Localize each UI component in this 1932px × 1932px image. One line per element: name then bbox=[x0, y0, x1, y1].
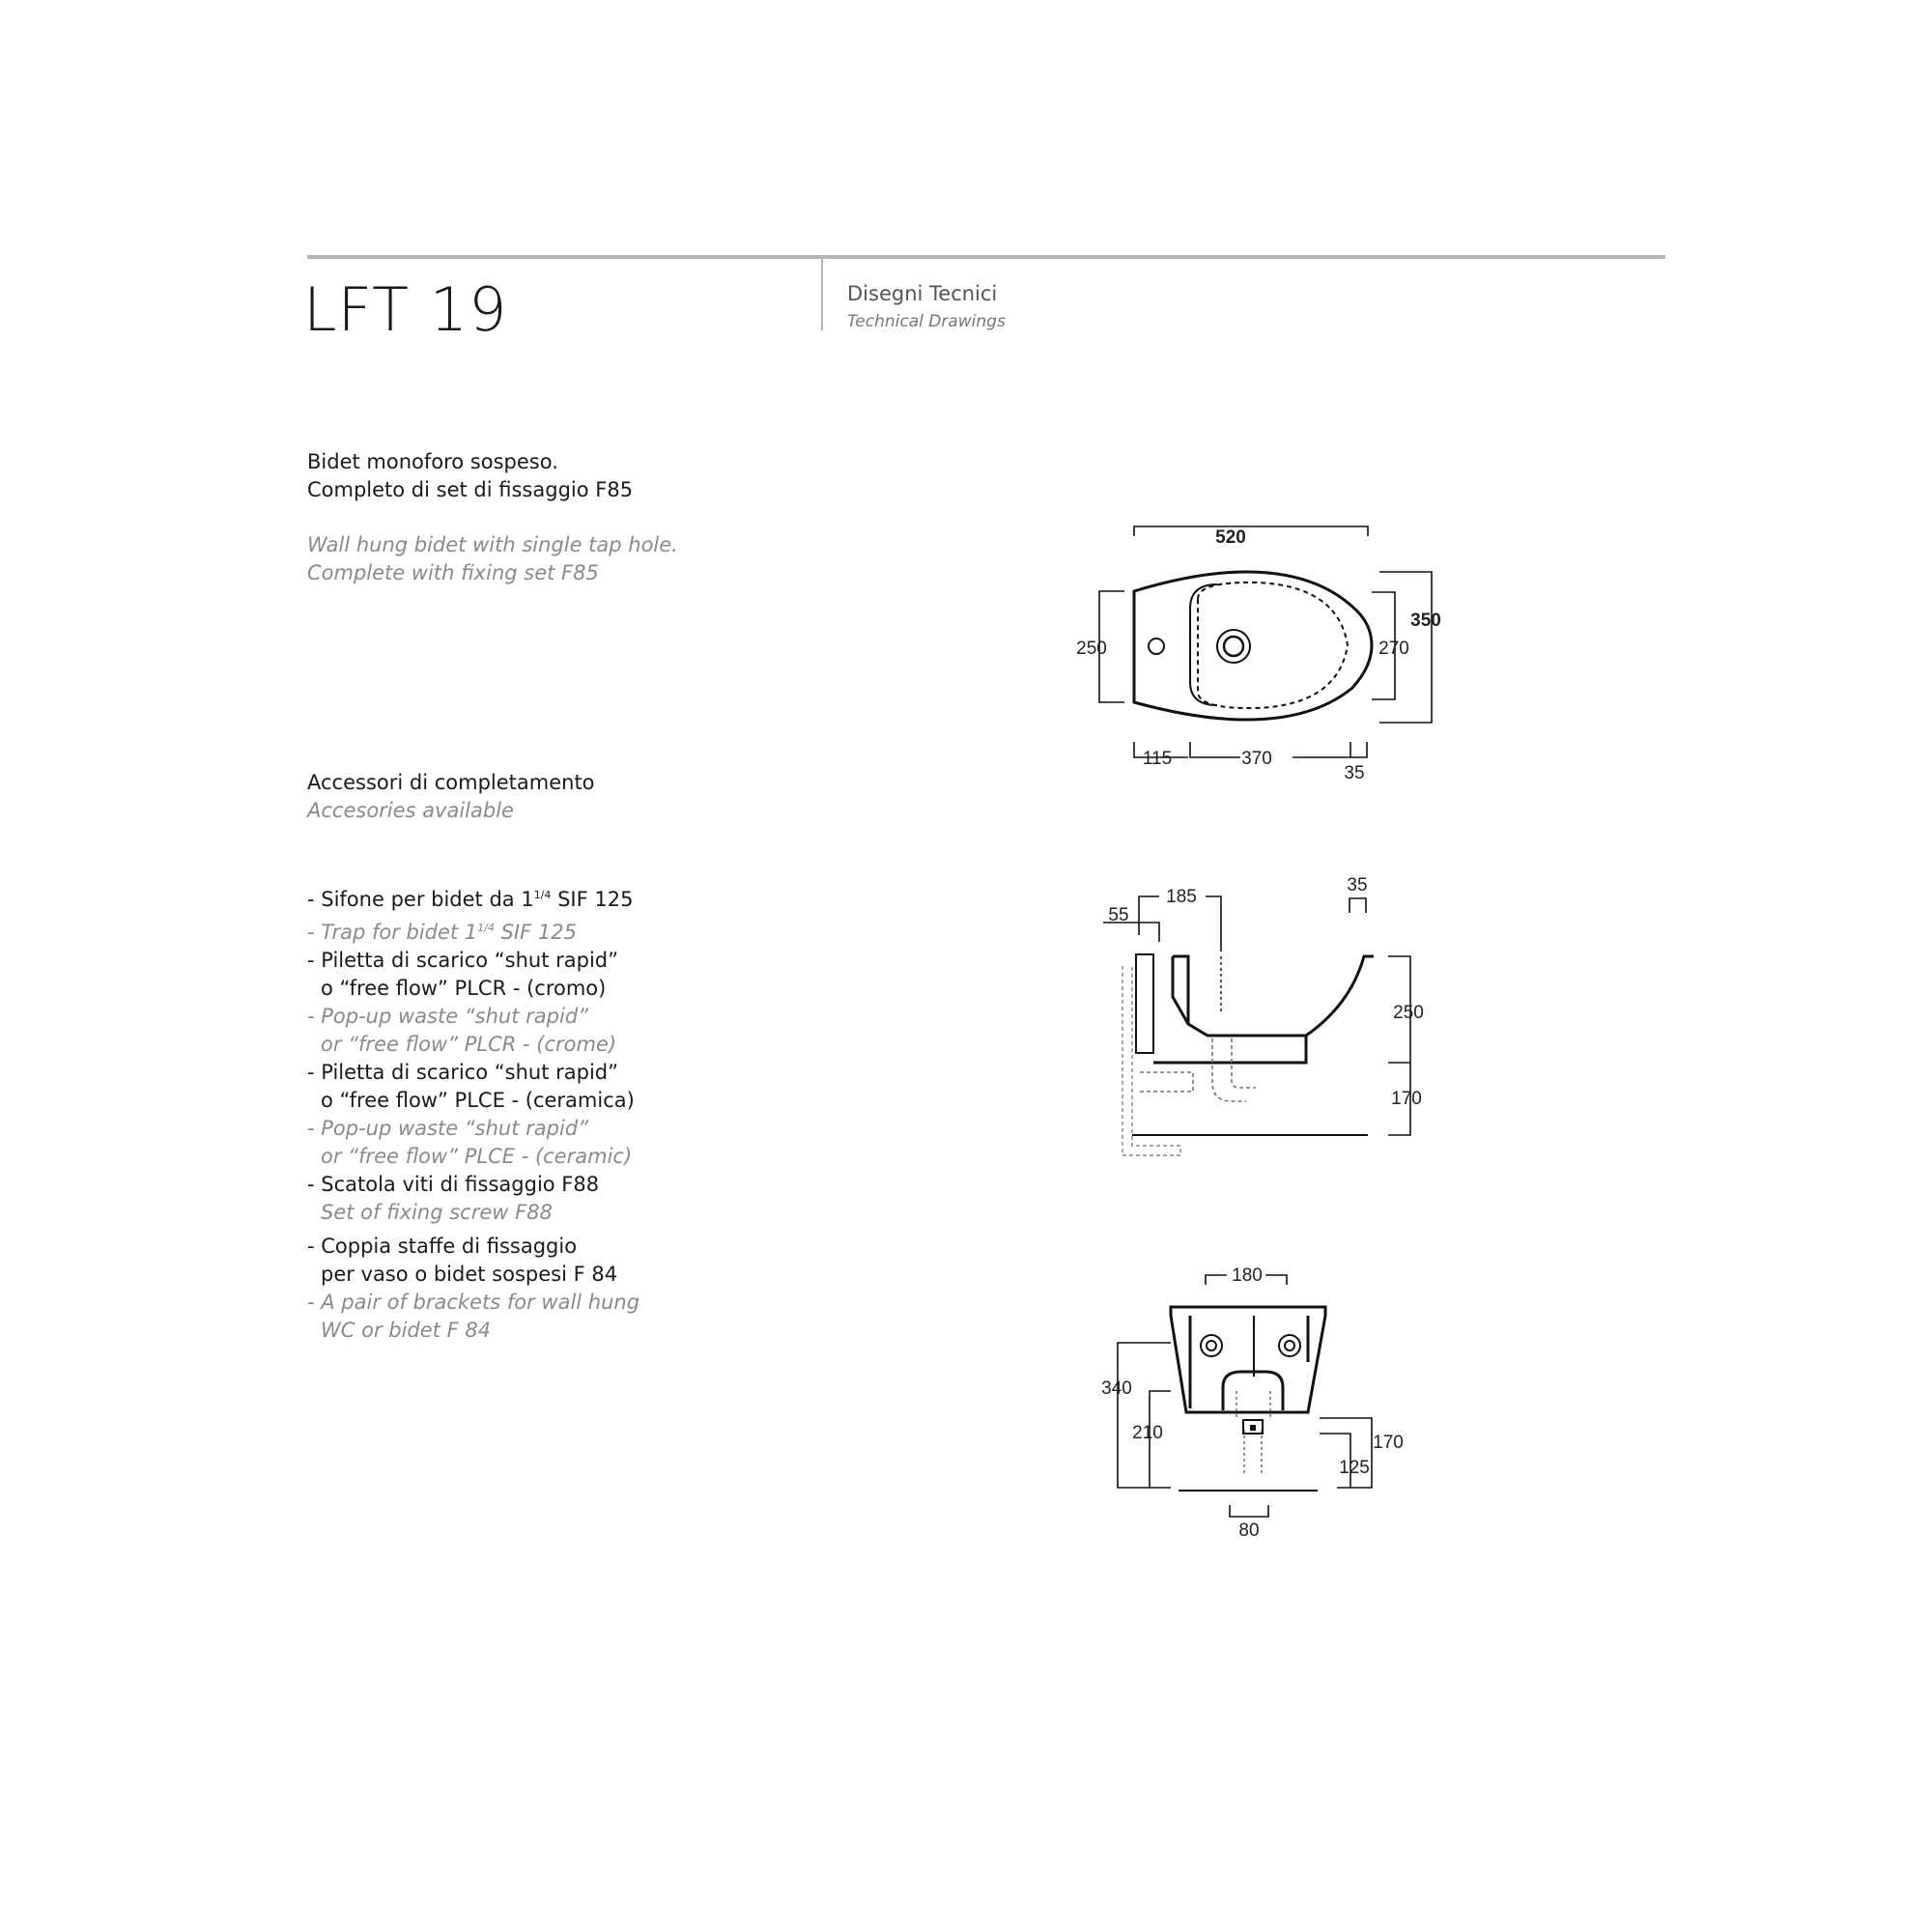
dim-rim-offset: 35 bbox=[1347, 875, 1367, 895]
accessory-en: Set of fixing screw F88 bbox=[321, 1201, 553, 1224]
dim-height: 250 bbox=[1393, 1003, 1424, 1023]
accessory-item: - Sifone per bidet da 11/4 SIF 125 - Tra… bbox=[307, 881, 848, 947]
dim-outlet-width: 80 bbox=[1238, 1520, 1259, 1541]
product-code: LFT 19 bbox=[303, 274, 508, 345]
accessory-en: - A pair of brackets for wall hung bbox=[307, 1291, 640, 1314]
accessories-heading-en: Accesories available bbox=[307, 799, 514, 822]
accessory-item: - Coppia staffe di fissaggio per vaso o … bbox=[307, 1233, 848, 1345]
accessories-heading: Accessori di completamento Accesories av… bbox=[307, 769, 848, 825]
description-en-2: Complete with fixing set F85 bbox=[307, 561, 599, 584]
dim-waste-height: 210 bbox=[1132, 1423, 1163, 1443]
dim-wall-to-waste: 185 bbox=[1166, 887, 1197, 907]
accessory-item: - Piletta di scarico “shut rapid” o “fre… bbox=[307, 947, 848, 1059]
accessory-item: - Piletta di scarico “shut rapid” o “fre… bbox=[307, 1059, 848, 1171]
header-divider bbox=[821, 257, 823, 330]
description-it-1: Bidet monoforo sospeso. bbox=[307, 450, 558, 473]
accessory-it: o “free flow” PLCR - (cromo) bbox=[321, 977, 607, 1000]
accessory-en: or “free flow” PLCE - (ceramic) bbox=[321, 1145, 633, 1168]
accessory-en: or “free flow” PLCR - (crome) bbox=[321, 1033, 617, 1056]
section-title-en: Technical Drawings bbox=[847, 312, 1006, 331]
dim-inlet-height: 125 bbox=[1339, 1458, 1370, 1478]
header-rule bbox=[307, 255, 1665, 259]
dim-waste-offset: 170 bbox=[1373, 1433, 1404, 1453]
dim-rear-width: 250 bbox=[1076, 639, 1107, 659]
accessory-it: o “free flow” PLCE - (ceramica) bbox=[321, 1089, 635, 1112]
dim-front-offset: 35 bbox=[1344, 763, 1364, 783]
dim-wall-offset: 55 bbox=[1108, 905, 1128, 925]
accessory-it: - Piletta di scarico “shut rapid” bbox=[307, 949, 619, 972]
product-description: Bidet monoforo sospeso. Completo di set … bbox=[307, 448, 848, 587]
dim-tap-to-front: 370 bbox=[1241, 749, 1272, 769]
accessory-en: - Trap for bidet 11/4 SIF 125 bbox=[307, 921, 577, 944]
accessory-en: - Pop-up waste “shut rapid” bbox=[307, 1005, 589, 1028]
accessory-en: - Pop-up waste “shut rapid” bbox=[307, 1117, 589, 1140]
accessories-heading-it: Accessori di completamento bbox=[307, 771, 595, 794]
accessory-it: - Coppia staffe di fissaggio bbox=[307, 1235, 578, 1258]
top-view-drawing: 520 350 270 250 115 370 35 bbox=[1076, 526, 1441, 783]
accessories-list: - Sifone per bidet da 11/4 SIF 125 - Tra… bbox=[307, 881, 848, 1345]
section-title-it: Disegni Tecnici bbox=[847, 282, 998, 305]
dim-overall-length: 520 bbox=[1215, 527, 1246, 548]
dim-below: 170 bbox=[1391, 1089, 1422, 1109]
accessory-item: - Scatola viti di fissaggio F88 Set of f… bbox=[307, 1171, 848, 1227]
accessory-it: - Scatola viti di fissaggio F88 bbox=[307, 1173, 600, 1196]
accessory-it: per vaso o bidet sospesi F 84 bbox=[321, 1263, 618, 1286]
dim-rear-to-tap: 115 bbox=[1143, 749, 1172, 769]
dim-fixing-height: 340 bbox=[1101, 1378, 1132, 1399]
description-en-1: Wall hung bidet with single tap hole. bbox=[307, 533, 678, 556]
accessory-it: - Sifone per bidet da 11/4 SIF 125 bbox=[307, 888, 634, 911]
side-view-drawing: 55 185 35 250 170 bbox=[1103, 875, 1424, 1156]
dim-bowl-width: 270 bbox=[1378, 639, 1409, 659]
accessory-it: - Piletta di scarico “shut rapid” bbox=[307, 1061, 619, 1084]
accessory-en: WC or bidet F 84 bbox=[321, 1319, 492, 1342]
dim-fixing-centres: 180 bbox=[1232, 1265, 1263, 1286]
rear-view-drawing: 180 340 210 170 125 80 bbox=[1101, 1265, 1404, 1541]
description-it-2: Completo di set di fissaggio F85 bbox=[307, 478, 634, 501]
dim-overall-width: 350 bbox=[1410, 611, 1441, 631]
